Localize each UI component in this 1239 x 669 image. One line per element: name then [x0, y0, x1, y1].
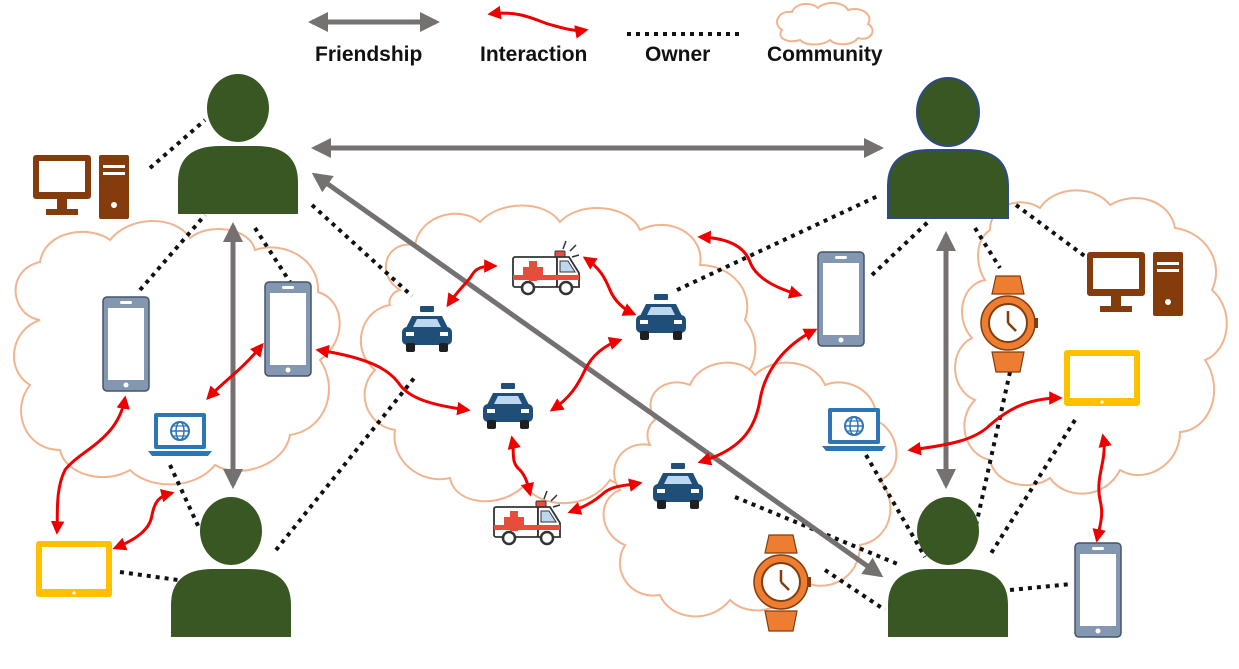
smartphone-icon — [817, 251, 865, 347]
interaction-arrow — [112, 489, 175, 551]
smartphone-icon — [1074, 542, 1122, 638]
owner-link — [973, 226, 1002, 270]
owner-link — [1014, 203, 1092, 262]
smartphone-icon — [264, 281, 312, 377]
interaction-arrow — [567, 478, 643, 515]
smartphone-icon — [102, 296, 150, 392]
legend-interaction-label: Interaction — [480, 43, 587, 66]
owner-link — [138, 213, 207, 292]
legend-owner-label: Owner — [645, 43, 710, 66]
interaction-arrow — [507, 435, 534, 497]
tablet-icon — [1064, 350, 1140, 406]
legend-interaction-arrow — [487, 5, 589, 39]
interaction-arrow — [1092, 433, 1112, 543]
person-icon — [171, 497, 291, 637]
interaction-arrow — [697, 328, 818, 466]
interaction-arrow — [549, 337, 623, 412]
tablet-icon — [36, 541, 112, 597]
interaction-arrow — [206, 342, 264, 400]
person-icon — [887, 77, 1009, 219]
interaction-links — [50, 230, 1112, 551]
legend-friendship-label: Friendship — [315, 43, 422, 66]
owner-link — [168, 464, 202, 531]
legend-community-cloud — [776, 2, 874, 46]
interaction-arrow — [50, 395, 130, 535]
owner-link — [148, 118, 207, 170]
owner-link — [119, 570, 179, 582]
person-icon — [178, 74, 298, 214]
interaction-arrow — [315, 344, 471, 416]
owner-link — [253, 226, 292, 284]
desktop-computer-icon — [33, 155, 129, 219]
interaction-arrow — [582, 256, 637, 316]
owner-link — [1009, 582, 1073, 592]
person-icon — [888, 497, 1008, 637]
owner-link — [870, 220, 930, 277]
legend: Friendship Interaction Owner Community — [308, 2, 883, 66]
owner-link — [823, 568, 887, 612]
legend-community-label: Community — [767, 43, 883, 66]
interaction-arrow — [446, 259, 498, 308]
communities — [13, 189, 1228, 618]
interaction-arrow — [697, 230, 803, 299]
interaction-arrow — [907, 391, 1063, 456]
